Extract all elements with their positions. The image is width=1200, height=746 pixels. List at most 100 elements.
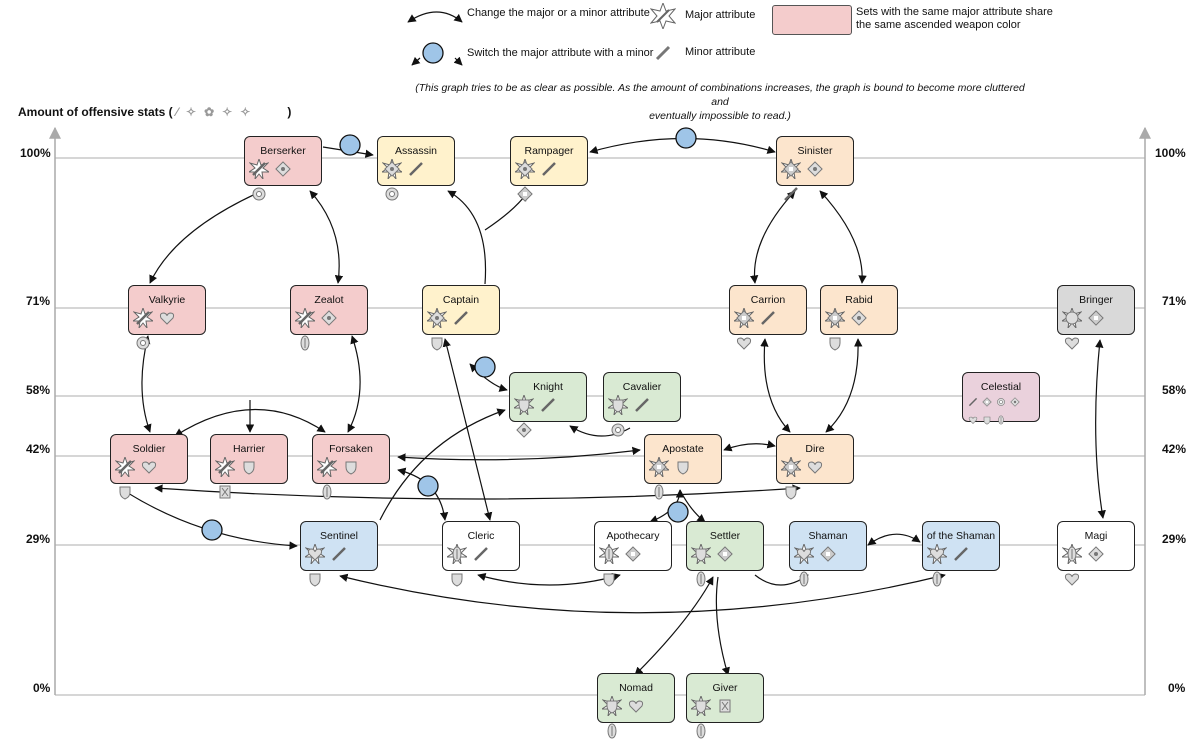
healing-icon [799,571,809,587]
switch-icon [201,519,223,541]
condition-icon [732,306,756,330]
legend-major-label: Major attribute [685,9,756,21]
switch-icon [417,475,439,497]
node-name: Sentinel [320,530,358,542]
node-dire: Dire [776,434,854,500]
node-name: Soldier [132,443,166,455]
condition-icon [820,546,836,562]
legend-minor-label: Minor attribute [685,46,756,58]
node-settler: Settler [686,521,764,587]
switch-icon [422,42,444,64]
edge-forsaken-cleric [397,467,449,521]
pct-left-71: 71% [26,294,51,308]
legend-change-arrow [407,11,463,23]
pct-left-42: 42% [26,442,51,456]
heart-icon [303,542,327,566]
shield-icon [431,337,443,351]
node-berserker: Berserker [244,136,322,201]
shield-icon [600,694,624,718]
shield-icon [119,486,131,500]
edge-apostate-dire [723,440,776,452]
pct-right-29: 29% [1162,532,1187,546]
node-name: Cavalier [622,381,662,393]
sword-icon [454,311,468,325]
node-rabid: Rabid [820,285,898,351]
legend-switch-label: Switch the major attribute with a minor [467,47,654,59]
legend-color-label-1: Sets with the same major attribute share [856,6,1053,18]
switch-icon [474,356,496,378]
node-carrion: Carrion [729,285,807,350]
legend-note-line-2: eventually impossible to read.) [649,110,791,122]
sword-icon [541,398,555,412]
healing-icon [1060,542,1084,566]
heart-icon [1064,337,1080,350]
legend-note: (This graph tries to be as clear as poss… [410,81,1030,123]
pct-right-42: 42% [1162,442,1187,456]
node-name: Shaman [808,530,848,542]
edge-settler-giver [715,576,730,676]
heart-icon [141,461,157,474]
node-name: Forsaken [329,443,373,455]
node-of-the-shaman: of the Shaman [922,521,1000,587]
switch-icon [667,501,689,523]
condition-icon [717,546,733,562]
node-name: of the Shaman [926,530,996,542]
condition-icon [647,455,671,479]
node-name: Cleric [467,530,495,542]
edge-forsaken-apostate [397,446,641,462]
node-zealot: Zealot [290,285,368,351]
edge-zealot-forsaken [347,335,361,433]
edge-settler-nomad [634,576,714,676]
node-nomad: Nomad [597,673,675,739]
sword-icon [474,547,488,561]
precision-icon [807,161,823,177]
node-name: Carrion [750,294,786,306]
precision-icon [275,161,291,177]
axis-title-icons: ⁄✧✿✧✧ [176,105,259,119]
axis-title: Amount of offensive stats ( ⁄✧✿✧✧ ) [18,105,291,119]
edge-sentinel-knight [379,408,506,521]
healing-icon [607,723,617,739]
heart-icon [1064,573,1080,586]
precision-icon [321,310,337,326]
heart-icon [925,542,949,566]
shield-icon [689,542,713,566]
sword-icon [635,398,649,412]
heart-icon [968,416,978,425]
node-valkyrie: Valkyrie [128,285,206,350]
node-name: Dire [805,443,825,455]
shield-icon [785,486,797,500]
edge-apostate-settler [679,489,706,523]
pct-right-71: 71% [1162,294,1187,308]
node-name: Giver [712,682,738,694]
sword-icon [968,397,978,407]
pct-right-58: 58% [1162,383,1187,397]
sword-icon [315,455,339,479]
legend-color-label-2: the same ascended weapon color [856,19,1021,31]
pct-right-100: 100% [1155,146,1186,160]
pct-left-100: 100% [20,146,51,160]
ferocity-icon [611,423,625,437]
condition-icon [517,186,533,202]
condition-icon [779,157,803,181]
minor-attribute-icon [655,45,671,61]
heart-icon [628,700,644,713]
node-name: Magi [1084,530,1108,542]
healing-icon [696,571,706,587]
healing-icon [998,415,1004,425]
node-name: Celestial [980,381,1022,393]
condition-icon [1088,310,1104,326]
healing-icon [300,335,310,351]
node-name: Rabid [845,294,873,306]
node-name: Captain [442,294,480,306]
edge-carrion-dire [760,338,791,433]
node-harrier: Harrier [210,434,288,499]
edge-sinister-rabid [819,190,867,284]
axis-title-text: Amount of offensive stats ( [18,105,173,119]
node-sentinel: Sentinel [300,521,378,587]
sword-icon [409,162,423,176]
legend-change-label: Change the major or a minor attribute [467,7,650,19]
node-name: Rampager [524,145,574,157]
edge-rabid-dire [825,338,863,433]
precision-icon [513,157,537,181]
